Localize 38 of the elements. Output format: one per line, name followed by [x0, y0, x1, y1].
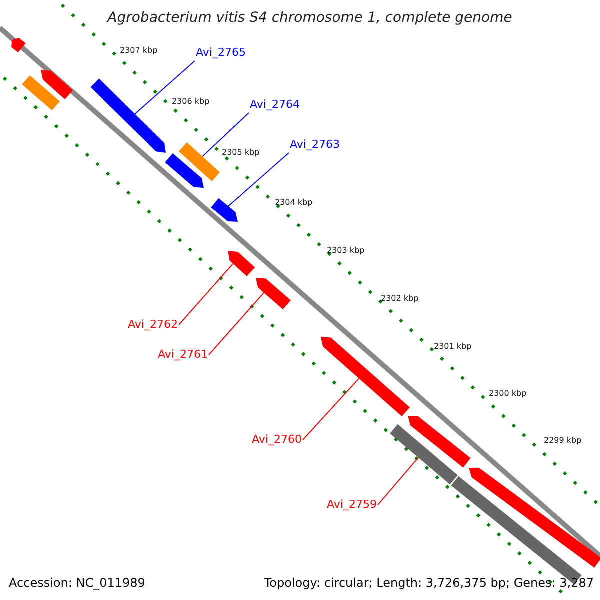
gene-block — [408, 416, 471, 468]
leader-line — [208, 292, 264, 356]
gene-block — [390, 424, 458, 485]
scale-label: 2299 kbp — [544, 436, 582, 446]
gene-label: Avi_2759 — [327, 498, 377, 512]
gene-label: Avi_2764 — [250, 98, 300, 112]
gene-label: Avi_2763 — [290, 138, 340, 152]
gene-block — [256, 278, 291, 310]
scale-label: 2300 kbp — [489, 389, 527, 399]
gene-block — [211, 198, 238, 222]
gene-block — [469, 468, 600, 568]
scale-label: 2304 kbp — [275, 198, 313, 208]
gene-block — [22, 75, 60, 111]
gene-block — [12, 38, 26, 53]
leader-line — [302, 378, 360, 440]
accession-note: Accession: NC_011989 — [9, 575, 146, 592]
title: Agrobacterium vitis S4 chromosome 1, complete genome — [106, 9, 514, 28]
scale-label: 2303 kbp — [327, 246, 365, 256]
gene-label: Avi_2765 — [196, 46, 246, 60]
gene-block — [228, 251, 256, 276]
leader-line — [134, 60, 196, 115]
scale-label: 2301 kbp — [434, 342, 472, 352]
gene-label: Avi_2760 — [252, 433, 302, 447]
genome-stats-note: Topology: circular; Length: 3,726,375 bp; Genes: 3,287 — [264, 575, 594, 592]
gene-block — [41, 70, 73, 100]
leader-line — [178, 263, 234, 326]
gene-label: Avi_2761 — [158, 348, 208, 362]
gene-block — [90, 78, 166, 153]
gene-block — [178, 142, 220, 182]
leader-line — [228, 152, 290, 207]
gene-block — [165, 153, 204, 188]
leader-line — [202, 112, 250, 158]
scale-label: 2302 kbp — [381, 294, 419, 304]
scale-label: 2307 kbp — [120, 46, 158, 56]
gene-block — [321, 337, 410, 416]
gene-label: Avi_2762 — [128, 318, 178, 332]
leader-line — [378, 457, 420, 506]
scale-label: 2305 kbp — [222, 148, 260, 158]
